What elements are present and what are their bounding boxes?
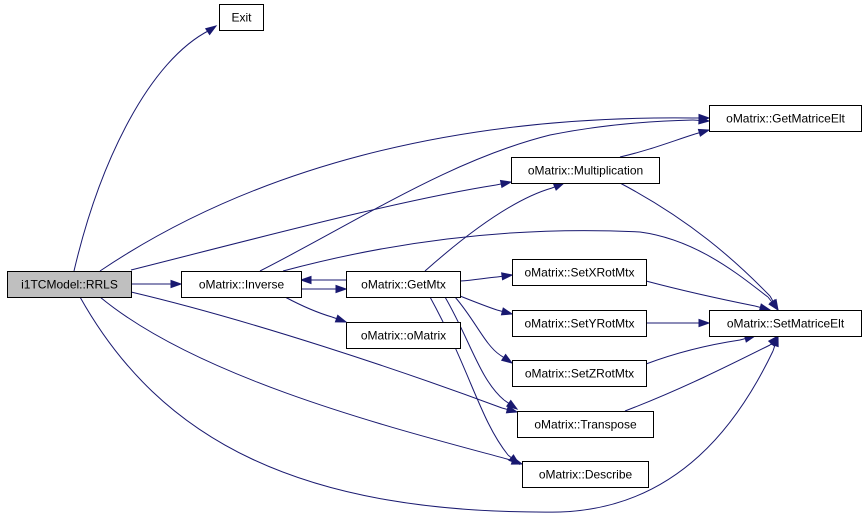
edge-rrls-to-inverse bbox=[131, 279, 183, 289]
node-label-multiplication: oMatrix::Multiplication bbox=[528, 164, 643, 178]
node-getmtx[interactable]: oMatrix::GetMtx bbox=[346, 271, 461, 298]
node-box-describe bbox=[522, 461, 649, 488]
node-box-exit bbox=[219, 4, 264, 31]
node-label-getmtx: oMatrix::GetMtx bbox=[361, 278, 446, 292]
edge-transpose-to-setmatriceelt bbox=[624, 334, 780, 412]
edge-setyrotmtx-to-setmatriceelt bbox=[646, 318, 711, 328]
edge-inverse-to-getmatriceelt bbox=[259, 116, 711, 272]
node-box-getmtx bbox=[346, 271, 461, 298]
node-box-omatrix bbox=[346, 322, 461, 349]
node-label-exit: Exit bbox=[231, 11, 252, 25]
node-label-getmatriceelt: oMatrix::GetMatriceElt bbox=[726, 112, 845, 126]
edge-getmtx-to-setxrotmtx bbox=[459, 272, 514, 282]
edge-rrls-to-getmatriceelt bbox=[99, 113, 711, 272]
node-box-setmatriceelt bbox=[709, 310, 862, 337]
node-label-setxrotmtx: oMatrix::SetXRotMtx bbox=[524, 266, 634, 280]
edge-inverse-to-omatrix bbox=[284, 296, 348, 323]
edge-rrls-to-transpose bbox=[130, 291, 519, 414]
edge-multiplication-to-getmatriceelt bbox=[619, 128, 711, 158]
node-box-setzrotmtx bbox=[512, 360, 647, 387]
edge-rrls-to-exit bbox=[73, 25, 218, 272]
node-label-transpose: oMatrix::Transpose bbox=[534, 418, 637, 432]
edge-getmtx-to-setyrotmtx bbox=[459, 295, 514, 316]
node-label-setyrotmtx: oMatrix::SetYRotMtx bbox=[524, 317, 634, 331]
node-box-transpose bbox=[517, 411, 654, 438]
node-inverse[interactable]: oMatrix::Inverse bbox=[181, 271, 302, 298]
node-describe[interactable]: oMatrix::Describe bbox=[522, 461, 649, 488]
node-label-describe: oMatrix::Describe bbox=[539, 468, 633, 482]
node-box-setyrotmtx bbox=[512, 310, 647, 337]
node-box-getmatriceelt bbox=[709, 105, 862, 132]
node-setxrotmtx[interactable]: oMatrix::SetXRotMtx bbox=[512, 259, 647, 286]
node-label-rrls: i1TCModel::RRLS bbox=[21, 278, 118, 292]
node-setmatriceelt[interactable]: oMatrix::SetMatriceElt bbox=[709, 310, 862, 337]
node-label-setzrotmtx: oMatrix::SetZRotMtx bbox=[525, 367, 634, 381]
node-box-inverse bbox=[181, 271, 302, 298]
edge-getmtx-to-setzrotmtx bbox=[454, 296, 514, 364]
edge-setxrotmtx-to-setmatriceelt bbox=[645, 280, 772, 312]
node-box-setxrotmtx bbox=[512, 259, 647, 286]
node-getmatriceelt[interactable]: oMatrix::GetMatriceElt bbox=[709, 105, 862, 132]
node-label-setmatriceelt: oMatrix::SetMatriceElt bbox=[727, 317, 845, 331]
node-setyrotmtx[interactable]: oMatrix::SetYRotMtx bbox=[512, 310, 647, 337]
edge-getmtx-to-transpose bbox=[444, 296, 519, 410]
node-box-multiplication bbox=[511, 157, 660, 184]
edge-setzrotmtx-to-setmatriceelt bbox=[645, 334, 757, 365]
node-setzrotmtx[interactable]: oMatrix::SetZRotMtx bbox=[512, 360, 647, 387]
call-nodes: i1TCModel::RRLS ExitoMatrix::GetMatriceEl… bbox=[7, 4, 862, 488]
edge-getmtx-to-inverse bbox=[299, 275, 346, 285]
node-label-inverse: oMatrix::Inverse bbox=[199, 278, 285, 292]
node-transpose[interactable]: oMatrix::Transpose bbox=[517, 411, 654, 438]
node-multiplication[interactable]: oMatrix::Multiplication bbox=[511, 157, 660, 184]
edge-rrls-to-multiplication bbox=[130, 179, 513, 271]
edge-getmtx-to-multiplication bbox=[424, 182, 566, 272]
node-omatrix[interactable]: oMatrix::oMatrix bbox=[346, 322, 461, 349]
node-box-rrls bbox=[7, 271, 132, 298]
call-edges bbox=[73, 25, 780, 513]
edge-inverse-to-getmtx bbox=[301, 284, 348, 294]
node-rrls[interactable]: i1TCModel::RRLS bbox=[7, 271, 132, 298]
edge-multiplication-to-setmatriceelt bbox=[619, 182, 779, 312]
node-exit[interactable]: Exit bbox=[219, 4, 264, 31]
node-label-omatrix: oMatrix::oMatrix bbox=[361, 329, 446, 343]
